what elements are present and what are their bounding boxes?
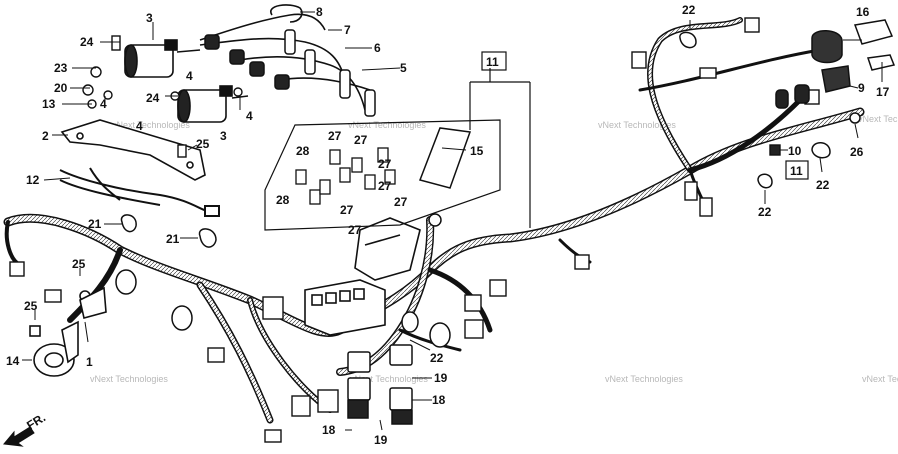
callout-labels: 1 2 3 3 4 4 4 4 5 6 7 8 9 10 11 11 12 13… <box>6 3 890 447</box>
callout-27a: 27 <box>328 129 342 143</box>
callout-1: 1 <box>86 355 93 369</box>
watermark-4: vNext Technologies <box>90 374 168 384</box>
spark-plug-leads <box>199 4 371 111</box>
callout-4d: 4 <box>246 109 253 123</box>
watermark-2: vNext Technologies <box>348 120 426 130</box>
fuse-label-sheet <box>419 127 472 189</box>
leader-lines <box>22 11 883 431</box>
callout-22b: 22 <box>816 178 830 192</box>
clamps-21 <box>120 214 217 248</box>
callout-22c: 22 <box>758 205 772 219</box>
callout-11b: 11 <box>790 164 803 178</box>
callout-10: 10 <box>788 144 802 158</box>
callout-27f: 27 <box>340 203 354 217</box>
watermark-7: vNext Technologies <box>858 114 898 124</box>
callout-20: 20 <box>54 81 68 95</box>
callout-25a: 25 <box>196 137 210 151</box>
callout-27b: 27 <box>354 133 368 147</box>
reference-11-lines <box>469 68 531 228</box>
round-connectors <box>115 213 451 348</box>
front-arrow-icon <box>3 426 35 447</box>
callout-25c: 25 <box>24 299 38 313</box>
callout-23: 23 <box>54 61 68 75</box>
callout-21a: 21 <box>88 217 102 231</box>
callout-19b: 19 <box>374 433 388 447</box>
callout-6: 6 <box>374 41 381 55</box>
callout-13: 13 <box>42 97 56 111</box>
ignition-coil-lower <box>177 85 249 123</box>
callout-27c: 27 <box>378 157 392 171</box>
watermark-3: vNext Technologies <box>598 120 676 130</box>
callout-28b: 28 <box>276 193 290 207</box>
watermark-group: vNext Technologies vNext Technologies vN… <box>90 114 898 384</box>
callout-25b: 25 <box>72 257 86 271</box>
fuse-box <box>304 217 421 336</box>
callout-9: 9 <box>858 81 865 95</box>
callout-3a: 3 <box>146 11 153 25</box>
callout-8: 8 <box>316 5 323 19</box>
callout-2: 2 <box>42 129 49 143</box>
callout-28a: 28 <box>296 144 310 158</box>
callout-17: 17 <box>876 85 890 99</box>
callout-4b: 4 <box>100 97 107 111</box>
callout-4a: 4 <box>186 69 193 83</box>
right-components <box>679 19 896 189</box>
callout-4c: 4 <box>136 119 143 133</box>
watermark-5: vNext Technologies <box>350 374 428 384</box>
spark-plug-caps <box>204 29 376 117</box>
watermark-8: vNext Technologies <box>862 374 898 384</box>
callout-18b: 18 <box>322 423 336 437</box>
callout-18a: 18 <box>432 393 446 407</box>
ignition-coil-upper <box>124 39 201 78</box>
callout-16: 16 <box>856 5 870 19</box>
callout-7: 7 <box>344 23 351 37</box>
relays <box>347 344 413 425</box>
callout-21b: 21 <box>166 232 180 246</box>
callout-11a: 11 <box>486 55 499 69</box>
callout-24a: 24 <box>80 35 94 49</box>
callout-12: 12 <box>26 173 40 187</box>
watermark-1: vNext Technologies <box>112 120 190 130</box>
callout-3b: 3 <box>220 129 227 143</box>
fuse-inset-box <box>264 119 501 231</box>
callout-24b: 24 <box>146 91 160 105</box>
reference-boxes <box>481 51 809 180</box>
callout-15: 15 <box>470 144 484 158</box>
front-direction-indicator: FR. <box>3 410 48 447</box>
callout-26: 26 <box>850 145 864 159</box>
callout-19a: 19 <box>434 371 448 385</box>
fuses <box>295 147 396 205</box>
sub-harness-12 <box>59 167 220 217</box>
horn-assembly <box>29 286 107 377</box>
callout-22d: 22 <box>430 351 444 365</box>
callout-27g: 27 <box>348 223 362 237</box>
watermark-6: vNext Technologies <box>605 374 683 384</box>
callout-27e: 27 <box>394 195 408 209</box>
harness-connectors <box>9 17 820 443</box>
callout-22a: 22 <box>682 3 696 17</box>
callout-5: 5 <box>400 61 407 75</box>
coil-bracket <box>60 119 206 181</box>
callout-27d: 27 <box>378 179 392 193</box>
callout-14: 14 <box>6 354 20 368</box>
